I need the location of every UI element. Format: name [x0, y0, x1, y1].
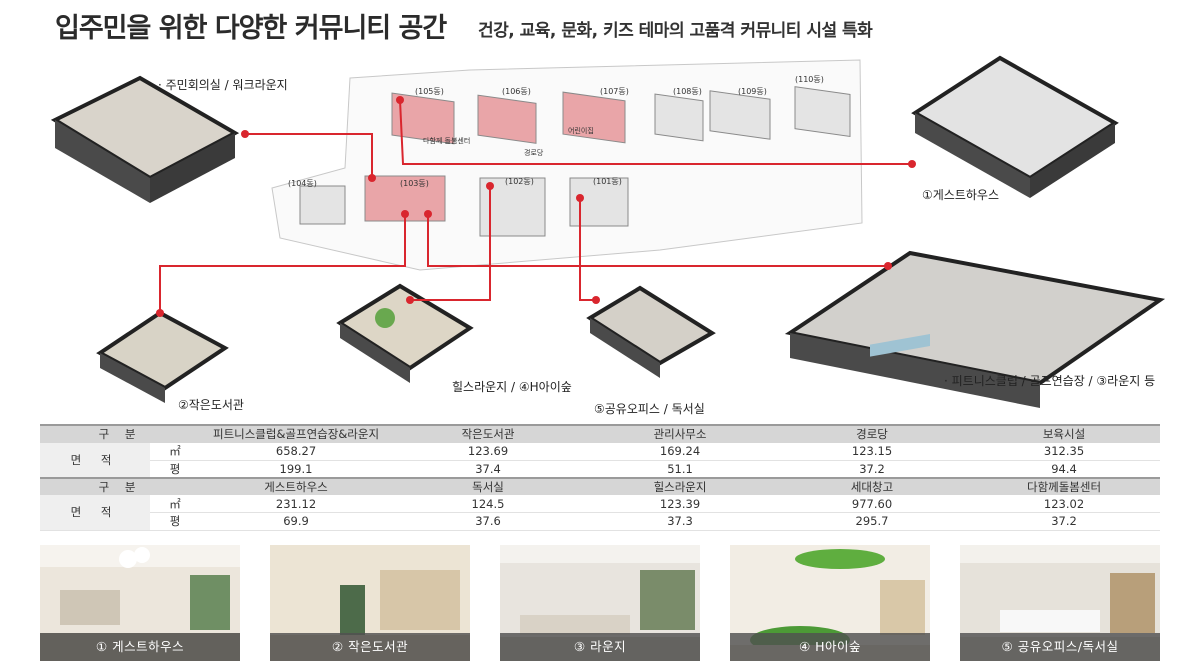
table-column-header: 독서실: [392, 476, 585, 495]
plan-resident-hall: [50, 75, 240, 203]
facility-tag-daycare: 어린이집: [568, 126, 594, 135]
area-table: 구 분 피트니스클럽&골프연습장&라운지 작은도서관 관리사무소 경로당 보육시…: [40, 424, 1161, 531]
table-column-header: 게스트하우스: [200, 476, 393, 495]
building-108: [654, 93, 704, 142]
building-106: [477, 94, 537, 144]
photo-caption: ① 게스트하우스: [40, 633, 240, 661]
connector-lines: [159, 99, 912, 313]
facility-tag-senior: 경로당: [524, 148, 544, 157]
table-cell: 977.60: [776, 495, 969, 513]
table-cell: 231.12: [200, 495, 393, 513]
photo-caption: ③ 라운지: [500, 633, 700, 661]
building-label-110: (110동): [795, 75, 824, 84]
callout-resident-hall: · 주민회의실 / 워크라운지: [158, 78, 288, 92]
facility-tag-care: 다함께 돌봄센터: [423, 136, 470, 145]
photo-caption: ⑤ 공유오피스/독서실: [960, 633, 1160, 661]
table-column-header: 다함께돌봄센터: [968, 476, 1161, 495]
building-105: [391, 92, 455, 145]
table-cell: 295.7: [776, 512, 969, 531]
table-group-label: 구 분: [40, 476, 201, 495]
table-row: 평 199.1 37.4 51.1 37.2 94.4: [40, 460, 1161, 478]
building-label-107: (107동): [600, 87, 629, 96]
table-header-row: 구 분 피트니스클럽&골프연습장&라운지 작은도서관 관리사무소 경로당 보육시…: [40, 424, 1161, 443]
table-column-header: 힐스라운지: [584, 476, 777, 495]
table-column-header: 보육시설: [968, 424, 1161, 443]
plan-small-library: [96, 310, 229, 403]
plan-guest-house: [911, 55, 1119, 198]
building-107: [562, 91, 626, 144]
callout-shared-office: ⑤공유오피스 / 독서실: [594, 402, 705, 416]
callout-guest-house: ①게스트하우스: [922, 188, 999, 202]
callout-small-library: ②작은도서관: [178, 398, 244, 412]
table-cell: 37.3: [584, 512, 777, 531]
plan-lounge-kids: [336, 283, 474, 383]
building-label-106: (106동): [502, 87, 531, 96]
table-row: 면 적 ㎡ 658.27 123.69 169.24 123.15 312.35: [40, 442, 1161, 478]
photo-guest-house: ① 게스트하우스: [40, 545, 240, 661]
table-unit-pyeong: 평: [150, 512, 201, 531]
table-cell: 123.02: [968, 495, 1161, 513]
table-cell: 69.9: [200, 512, 393, 531]
table-cell: 199.1: [200, 460, 393, 478]
table-unit-sqm: ㎡: [150, 442, 201, 461]
photo-shared-office: ⑤ 공유오피스/독서실: [960, 545, 1160, 661]
photo-kids-forest: ④ H아이숲: [730, 545, 930, 661]
table-column-header: 관리사무소: [584, 424, 777, 443]
page-title: 입주민을 위한 다양한 커뮤니티 공간: [55, 13, 447, 44]
table-cell: 37.4: [392, 460, 585, 478]
building-label-109: (109동): [738, 87, 767, 96]
plan-shared-office: [586, 285, 716, 378]
callout-fitness: · 피트니스클럽 / 골프연습장 / ③라운지 등: [944, 374, 1156, 388]
photo-caption: ② 작은도서관: [270, 633, 470, 661]
table-cell: 123.69: [392, 442, 585, 461]
table-column-header: 피트니스클럽&골프연습장&라운지: [200, 424, 393, 443]
table-cell: 123.15: [776, 442, 969, 461]
table-area-label: 면 적: [40, 495, 150, 531]
photo-small-library: ② 작은도서관: [270, 545, 470, 661]
building-label-108: (108동): [673, 87, 702, 96]
page-subtitle: 건강, 교육, 문화, 키즈 테마의 고품격 커뮤니티 시설 특화: [478, 21, 873, 41]
building-110: [794, 86, 851, 138]
table-area-label: 면 적: [40, 442, 150, 478]
table-unit-sqm: ㎡: [150, 495, 201, 513]
table-row: 평 69.9 37.6 37.3 295.7 37.2: [40, 512, 1161, 531]
table-cell: 312.35: [968, 442, 1161, 461]
table-cell: 37.6: [392, 512, 585, 531]
building-109: [709, 90, 771, 140]
photo-caption: ④ H아이숲: [730, 633, 930, 661]
table-unit-pyeong: 평: [150, 460, 201, 478]
photo-strip: ① 게스트하우스 ② 작은도서관 ③ 라운지 ④ H아이숲: [40, 545, 1160, 661]
connector-dots: [156, 96, 916, 317]
table-cell: 169.24: [584, 442, 777, 461]
building-label-104: (104동): [288, 179, 317, 188]
table-cell: 658.27: [200, 442, 393, 461]
table-header-row: 구 분 게스트하우스 독서실 힐스라운지 세대창고 다함께돌봄센터: [40, 476, 1161, 495]
table-column-header: 작은도서관: [392, 424, 585, 443]
table-cell: 51.1: [584, 460, 777, 478]
building-104: [299, 185, 346, 225]
site-plan-graphic: (105동) (106동) (107동) (108동) (109동) (110동…: [50, 55, 1166, 408]
table-row: 면 적 ㎡ 231.12 124.5 123.39 977.60 123.02: [40, 495, 1161, 531]
plan-fitness: [784, 250, 1166, 408]
table-cell: 123.39: [584, 495, 777, 513]
building-label-102: (102동): [505, 177, 534, 186]
building-label-105: (105동): [415, 87, 444, 96]
table-cell: 37.2: [968, 512, 1161, 531]
callout-lounge-kids: 힐스라운지 / ④H아이숲: [452, 380, 572, 394]
table-cell: 124.5: [392, 495, 585, 513]
table-column-header: 경로당: [776, 424, 969, 443]
table-column-header: 세대창고: [776, 476, 969, 495]
table-cell: 94.4: [968, 460, 1161, 478]
table-cell: 37.2: [776, 460, 969, 478]
building-label-103: (103동): [400, 179, 429, 188]
photo-lounge: ③ 라운지: [500, 545, 700, 661]
community-illustration: (105동) (106동) (107동) (108동) (109동) (110동…: [0, 38, 1200, 425]
building-label-101: (101동): [593, 177, 622, 186]
table-group-label: 구 분: [40, 424, 201, 443]
